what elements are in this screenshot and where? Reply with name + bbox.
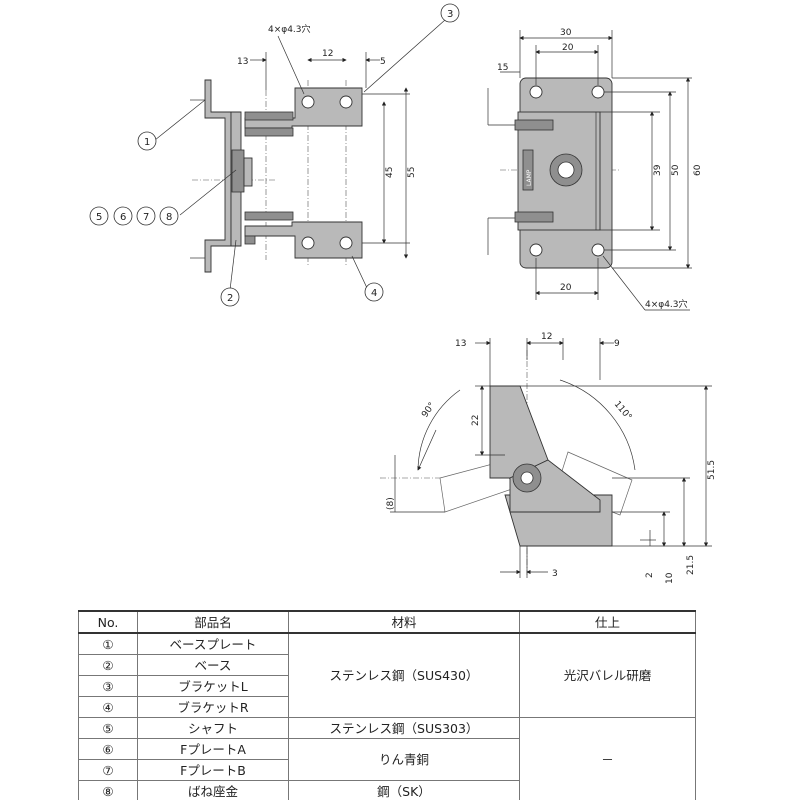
dim-3: 3: [552, 569, 558, 579]
dim-45: 45: [385, 167, 395, 178]
dim-20-bottom: 20: [560, 283, 572, 293]
table-row: ⑥ FプレートA りん青銅: [78, 738, 696, 781]
table-row: ④ ブラケットR: [78, 696, 696, 718]
dim-2: 2: [645, 572, 655, 578]
table-row: ③ ブラケットL: [78, 675, 696, 697]
row-no: ②: [78, 654, 138, 676]
material-sus303: ステンレス鋼（SUS303）: [288, 717, 520, 739]
header-finish: 仕上: [519, 610, 696, 634]
row-no: ⑥: [78, 738, 138, 760]
hole-spec-right: 4×φ4.3穴: [645, 298, 688, 310]
callout-2: 2: [227, 293, 233, 304]
dim-51-5: 51.5: [707, 460, 717, 480]
header-no: No.: [78, 610, 138, 634]
callout-1: 1: [144, 137, 150, 148]
rotation-view: 90° 110° 13 12 9 22 (8) 51.: [380, 332, 717, 584]
table-row: ⑧ ばね座金 鋼（SK）: [78, 780, 696, 800]
row-name: FプレートB: [137, 759, 289, 781]
callout-8: 8: [166, 212, 172, 223]
parts-table: No. 部品名 材料 仕上 ① ベースプレート ステンレス鋼（SUS430） 光…: [78, 610, 696, 800]
angle-90: 90°: [420, 401, 437, 420]
row-name: ブラケットL: [137, 675, 289, 697]
callout-5: 5: [96, 212, 102, 223]
dim-12: 12: [322, 49, 333, 59]
header-part-name: 部品名: [137, 610, 289, 634]
nameplate-text: LAMP: [526, 169, 533, 186]
callout-4: 4: [371, 288, 377, 299]
dim-13: 13: [237, 57, 248, 67]
callout-3: 3: [447, 9, 453, 20]
row-no: ⑧: [78, 780, 138, 800]
row-name: FプレートA: [137, 738, 289, 760]
row-name: ばね座金: [137, 780, 289, 800]
row-name: ベースプレート: [137, 632, 289, 655]
dim-50: 50: [671, 164, 681, 176]
callout-6: 6: [120, 212, 126, 223]
row-no: ①: [78, 632, 138, 655]
dim-30: 30: [560, 28, 572, 38]
dim-39: 39: [653, 164, 663, 176]
row-name: ベース: [137, 654, 289, 676]
dim-60: 60: [693, 164, 703, 176]
row-name: ブラケットR: [137, 696, 289, 718]
row-no: ④: [78, 696, 138, 718]
dim-22: 22: [471, 415, 481, 426]
finish-barrel: 光沢バレル研磨: [519, 632, 696, 718]
hole-spec-top: 4×φ4.3穴: [268, 23, 311, 35]
dim-9b: 9: [614, 339, 620, 349]
dim-13b: 13: [455, 339, 466, 349]
header-material: 材料: [288, 610, 520, 634]
angle-110: 110°: [612, 400, 634, 423]
dim-5: 5: [380, 57, 386, 67]
table-row: ⑦ FプレートB: [78, 759, 696, 781]
row-no: ⑦: [78, 759, 138, 781]
side-view: LAMP 30 20 15 39 50 60: [487, 28, 703, 311]
material-bronze: りん青銅: [288, 738, 520, 781]
dim-10: 10: [665, 572, 675, 584]
row-no: ③: [78, 675, 138, 697]
finish-none: －: [519, 717, 696, 800]
table-row: ⑤ シャフト ステンレス鋼（SUS303） －: [78, 717, 696, 800]
row-no: ⑤: [78, 717, 138, 739]
front-view: 13 12 5 4×φ4.3穴 45 55: [154, 19, 446, 291]
dim-8: (8): [386, 497, 396, 510]
dim-15: 15: [497, 63, 508, 73]
dim-21-5: 21.5: [686, 555, 696, 575]
material-sus430: ステンレス鋼（SUS430）: [288, 632, 520, 718]
table-row: ① ベースプレート ステンレス鋼（SUS430） 光沢バレル研磨: [78, 632, 696, 718]
row-name: シャフト: [137, 717, 289, 739]
material-steel: 鋼（SK）: [288, 780, 520, 800]
callouts: 1 2 3 4 5 6 7 8: [89, 3, 460, 307]
dim-20-top: 20: [562, 43, 574, 53]
callout-7: 7: [143, 212, 149, 223]
dim-55: 55: [407, 167, 417, 178]
dim-12b: 12: [541, 332, 552, 342]
technical-drawing: 13 12 5 4×φ4.3穴 45 55 1 2 3 4 5 6 7 8: [89, 3, 717, 584]
